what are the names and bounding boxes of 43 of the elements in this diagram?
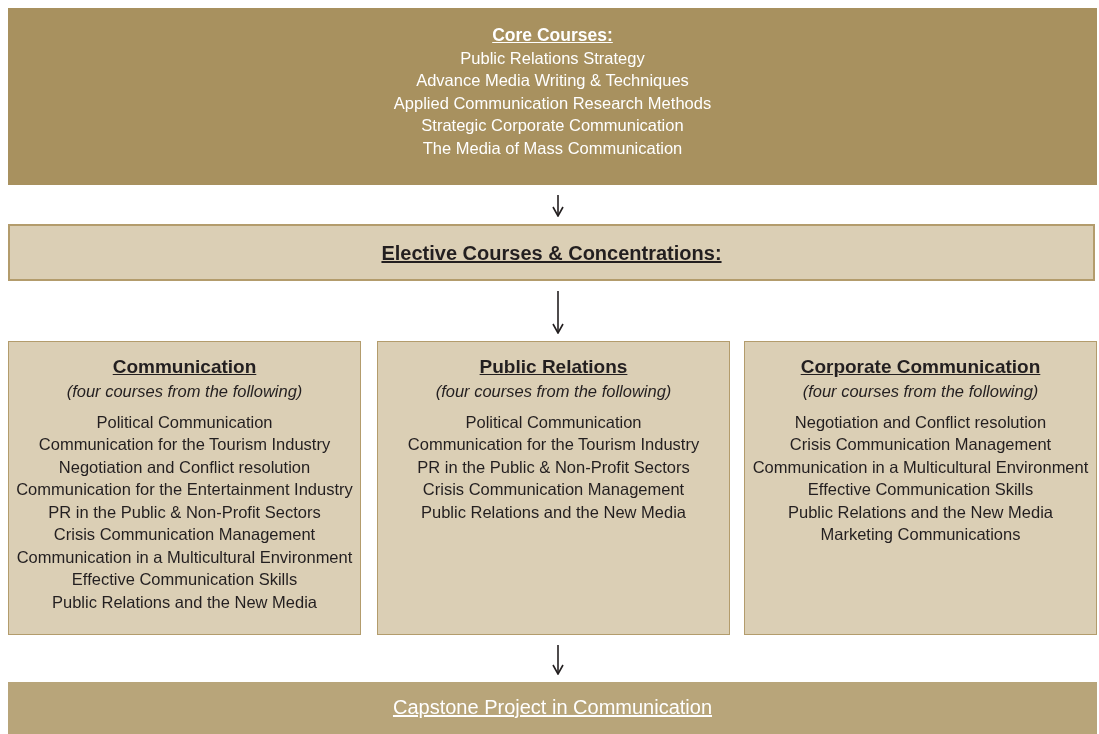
course-name: Public Relations and the New Media [50, 591, 319, 613]
course-name: Public Relations Strategy [459, 47, 646, 69]
capstone-band [8, 682, 1097, 734]
note-text: (four courses from the following) [65, 381, 304, 402]
course-name: The Media of Mass Communication [421, 137, 684, 159]
course-name: Communication in a Multicultural Environment [15, 546, 354, 568]
course-name: Strategic Corporate Communication [420, 115, 685, 136]
course-name: Negotiation and Conflict resolution [793, 411, 1048, 433]
arrow [552, 194, 564, 217]
heading: Corporate Communication [799, 355, 1042, 379]
heading: Public Relations [478, 355, 629, 379]
course-name: Public Relations and the New Media [419, 501, 688, 523]
concentration-box [8, 341, 361, 635]
heading: Elective Courses & Concentrations: [380, 241, 723, 266]
course-name: Political Communication [95, 411, 274, 433]
course-name: PR in the Public & Non-Profit Sectors [416, 456, 691, 478]
course-name: PR in the Public & Non-Profit Sectors [47, 501, 322, 523]
course-name: Communication for the Entertainment Industry [15, 479, 354, 500]
heading: Capstone Project in Communication [391, 695, 713, 720]
core-courses-band [8, 8, 1097, 185]
course-name: Effective Communication Skills [70, 569, 299, 590]
arrow [552, 644, 564, 675]
arrow [552, 290, 564, 334]
electives-band [8, 224, 1095, 281]
course-name: Effective Communication Skills [806, 479, 1035, 500]
course-name: Negotiation and Conflict resolution [57, 456, 312, 478]
note-text: (four courses from the following) [801, 381, 1040, 402]
course-name: Public Relations and the New Media [786, 501, 1055, 523]
concentration-box [377, 341, 730, 635]
course-name: Communication for the Tourism Industry [37, 434, 332, 455]
course-name: Crisis Communication Management [788, 434, 1053, 455]
note-text: (four courses from the following) [434, 381, 673, 402]
course-name: Advance Media Writing & Techniques [415, 70, 690, 91]
course-name: Crisis Communication Management [421, 479, 686, 500]
course-name: Applied Communication Research Methods [392, 92, 713, 114]
heading: Communication [111, 355, 258, 379]
course-name: Marketing Communications [819, 524, 1022, 545]
course-name: Communication in a Multicultural Environment [751, 456, 1090, 478]
heading: Core Courses: [491, 24, 614, 47]
course-name: Communication for the Tourism Industry [406, 434, 701, 455]
course-name: Political Communication [464, 411, 643, 433]
course-name: Crisis Communication Management [52, 524, 317, 545]
concentration-box [744, 341, 1097, 635]
